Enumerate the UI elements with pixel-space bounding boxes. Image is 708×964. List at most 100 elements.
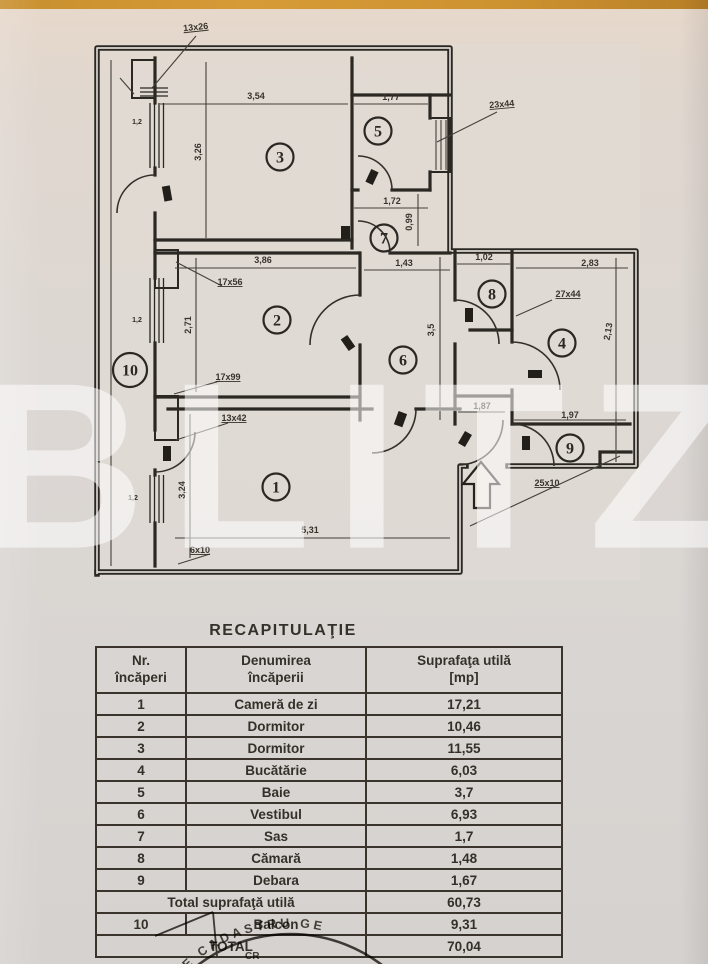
svg-text:10: 10	[122, 363, 138, 380]
row-area: 10,46	[365, 714, 563, 738]
dim-label: 1,72	[383, 196, 401, 206]
row-area: 70,04	[365, 934, 563, 958]
row-name: Dormitor	[185, 714, 367, 738]
row-name: Balcon	[185, 912, 367, 936]
room-label-6: 6	[388, 345, 418, 375]
dim-label: 2,71	[183, 316, 193, 334]
svg-text:5: 5	[374, 124, 382, 141]
row-name: Cămară	[185, 846, 367, 870]
floor-plan: 1 2 3 4 5 6 7 8 9 10 13x26 3,54 1,77 23x44 1,720,99 1,…	[94, 21, 640, 580]
dim-label: 25x10	[534, 478, 559, 488]
header-sup-line2: [mp]	[449, 670, 479, 685]
row-name: Baie	[185, 780, 367, 804]
svg-text:6: 6	[399, 353, 407, 370]
row-area: 17,21	[365, 692, 563, 716]
row-nr: 4	[95, 758, 187, 782]
svg-text:4: 4	[558, 336, 566, 353]
row-name: Bucătărie	[185, 758, 367, 782]
recap-table: Nr. încăperi Denumirea încăperii Suprafa…	[95, 646, 563, 958]
room-label-1: 1	[261, 472, 291, 502]
dim-label: 13x26	[183, 21, 209, 34]
header-nr: Nr. încăperi	[95, 646, 187, 694]
svg-text:9: 9	[566, 441, 574, 458]
room-label-9: 9	[555, 433, 585, 463]
row-area: 1,7	[365, 824, 563, 848]
interior-walls	[153, 56, 633, 568]
row-nr: 6	[95, 802, 187, 826]
room-number-labels: 1 2 3 4 5 6 7 8 9 10	[111, 116, 585, 502]
header-suprafata: Suprafaţa utilă [mp]	[365, 646, 563, 694]
dim-label: 2,83	[581, 258, 599, 268]
dim-label: 0,99	[404, 213, 414, 231]
dim-label: 3,86	[254, 255, 272, 265]
room-label-7: 7	[369, 223, 399, 253]
exterior-wall-split	[96, 47, 637, 574]
dimension-lines	[110, 35, 628, 566]
row-area: 9,31	[365, 912, 563, 936]
table-header-row: Nr. încăperi Denumirea încăperii Suprafa…	[95, 646, 563, 694]
dim-label: 27x44	[555, 289, 580, 299]
row-nr: 9	[95, 868, 187, 892]
row-nr: 7	[95, 824, 187, 848]
row-nr: 2	[95, 714, 187, 738]
dim-label: 1,43	[395, 258, 413, 268]
room-label-4: 4	[547, 328, 577, 358]
header-den-line1: Denumirea	[241, 653, 311, 669]
dim-label: 1,87	[473, 401, 491, 411]
row-name: Vestibul	[185, 802, 367, 826]
row-area: 11,55	[365, 736, 563, 760]
door-leaves	[161, 168, 542, 461]
dim-label: 1,97	[561, 410, 579, 420]
window-marks: 1,21,21,2	[128, 119, 142, 502]
svg-text:3: 3	[276, 150, 284, 167]
row-area: 60,73	[365, 890, 563, 914]
dim-label: 1,77	[382, 92, 400, 102]
room-label-5: 5	[363, 116, 393, 146]
row-nr: 3	[95, 736, 187, 760]
room-label-8: 8	[477, 279, 507, 309]
wall-piers	[131, 59, 451, 441]
row-area: 1,67	[365, 868, 563, 892]
row-name: Dormitor	[185, 736, 367, 760]
window-mark: 1,2	[128, 495, 138, 502]
dim-label: 23x44	[489, 98, 515, 110]
header-sup-line1: Suprafaţa utilă	[417, 653, 511, 669]
row-area: 1,48	[365, 846, 563, 870]
row-label: Total suprafaţă utilă	[95, 890, 367, 914]
row-name: Cameră de zi	[185, 692, 367, 716]
dim-label: 3,24	[177, 481, 187, 499]
dim-label: 2,13	[602, 322, 615, 341]
row-area: 6,03	[365, 758, 563, 782]
svg-text:8: 8	[488, 287, 496, 304]
row-area: 6,93	[365, 802, 563, 826]
room-label-10: 10	[111, 351, 149, 389]
row-nr: 5	[95, 780, 187, 804]
recap-table-wrap: Nr. încăperi Denumirea încăperii Suprafa…	[95, 646, 563, 958]
row-label: TOTAL	[95, 934, 367, 958]
svg-text:1: 1	[272, 480, 280, 497]
row-name: Debara	[185, 868, 367, 892]
row-nr: 1	[95, 692, 187, 716]
dim-label: 3,5	[426, 324, 436, 337]
room-label-3: 3	[265, 142, 295, 172]
dim-label: 3,54	[247, 91, 265, 101]
plan-paper	[95, 44, 640, 580]
room-label-2: 2	[262, 305, 292, 335]
dim-label: 5,31	[301, 525, 319, 535]
dim-label: 17x99	[215, 372, 240, 382]
window-mark: 1,2	[132, 119, 142, 126]
row-area: 3,7	[365, 780, 563, 804]
dim-label: 3,26	[193, 143, 203, 161]
header-denumirea: Denumirea încăperii	[185, 646, 367, 694]
